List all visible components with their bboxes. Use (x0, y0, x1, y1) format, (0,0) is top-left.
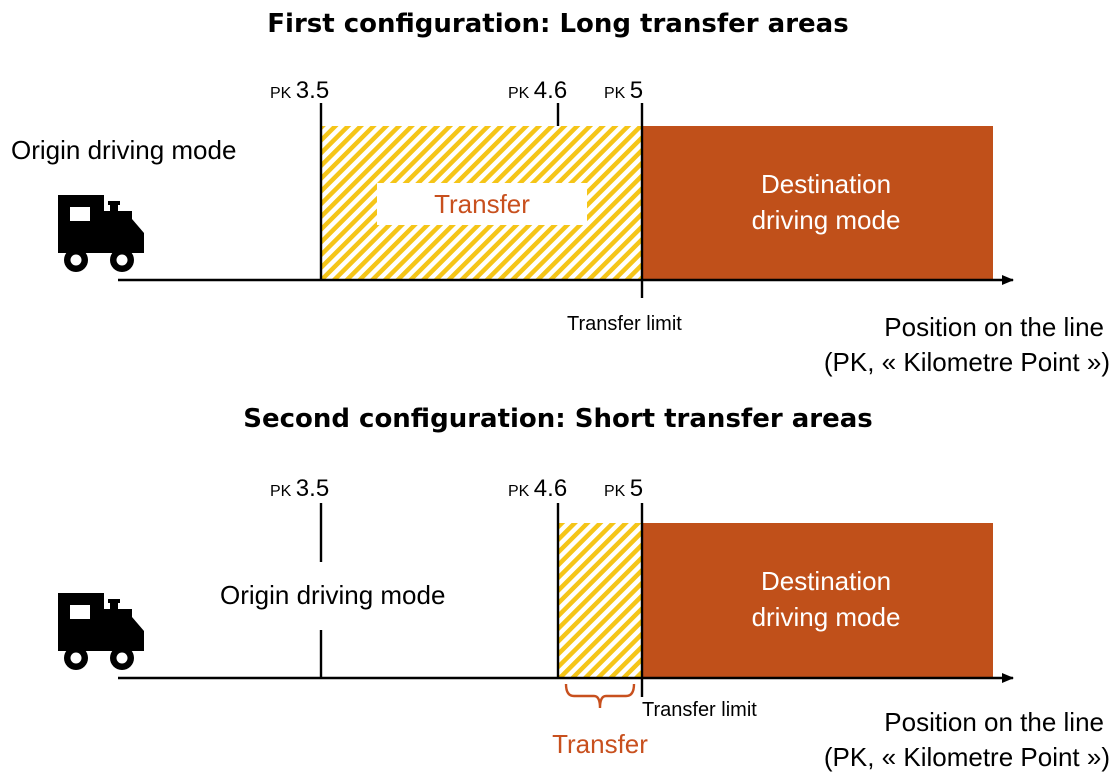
destination-area (642, 523, 993, 678)
transfer-brace (564, 683, 636, 709)
pk-value: 3.5 (295, 475, 330, 502)
pk-marker-5: PK 5 (604, 79, 643, 103)
axis-label-line1: Position on the line (884, 312, 1104, 342)
destination-label-line2: driving mode (751, 205, 901, 235)
destination-label-line2: driving mode (751, 602, 901, 632)
axis-label-line2: (PK, « Kilometre Point ») (823, 742, 1110, 772)
locomotive-icon (58, 195, 144, 272)
transfer-label-box (377, 183, 587, 225)
axis-label-line2: (PK, « Kilometre Point ») (823, 347, 1110, 377)
pk-marker-4.6: PK 4.6 (508, 477, 567, 501)
locomotive-icon (58, 593, 144, 670)
pk-value: 5 (629, 475, 644, 502)
pk-prefix: PK (604, 483, 626, 500)
panel-1-title: First configuration: Long transfer areas (267, 9, 849, 39)
transfer-limit-label: Transfer limit (642, 699, 757, 721)
destination-label-line1: Destination (760, 169, 892, 199)
pk-prefix: PK (508, 483, 530, 500)
pk-value: 3.5 (295, 77, 330, 104)
pk-value: 4.6 (533, 77, 568, 104)
destination-area (642, 126, 993, 280)
pk-prefix: PK (508, 85, 530, 102)
transfer-area-hatched (558, 523, 642, 678)
pk-value: 4.6 (533, 475, 568, 502)
origin-driving-mode-label: Origin driving mode (11, 135, 237, 165)
pk-marker-4.6: PK 4.6 (508, 79, 567, 103)
transfer-label: Transfer (552, 729, 648, 759)
pk-marker-3.5: PK 3.5 (270, 79, 329, 103)
transfer-limit-label: Transfer limit (567, 313, 682, 335)
panel-2-title: Second configuration: Short transfer are… (243, 404, 873, 434)
transfer-label: Transfer (434, 189, 530, 219)
pk-prefix: PK (270, 483, 292, 500)
panel-2-graphics (58, 503, 1014, 709)
destination-label-line1: Destination (760, 566, 892, 596)
pk-marker-3.5: PK 3.5 (270, 477, 329, 501)
pk-value: 5 (629, 77, 644, 104)
origin-driving-mode-label: Origin driving mode (220, 580, 446, 610)
pk-prefix: PK (604, 85, 626, 102)
axis-label-line1: Position on the line (884, 707, 1104, 737)
pk-marker-5: PK 5 (604, 477, 643, 501)
pk-prefix: PK (270, 85, 292, 102)
panel-1-graphics (58, 103, 1014, 298)
